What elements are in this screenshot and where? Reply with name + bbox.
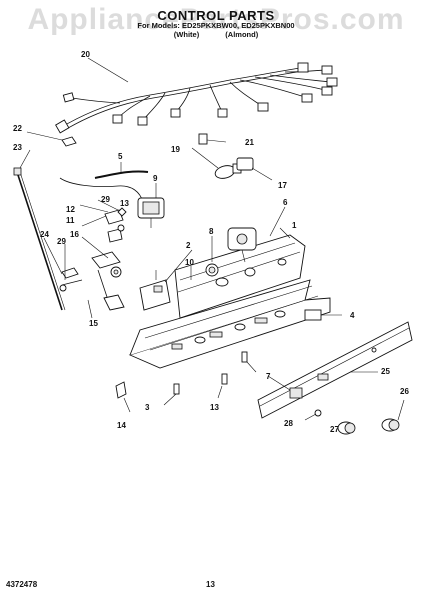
- document-number: 4372478: [6, 580, 38, 589]
- part-14-clip: [115, 381, 131, 413]
- part-12-bracket: [104, 207, 127, 243]
- part-4-connector: [304, 309, 342, 321]
- callout-28: 28: [284, 419, 293, 428]
- part-16-lever: [91, 251, 125, 311]
- callout-15: 15: [89, 319, 98, 328]
- callout-1: 1: [292, 221, 297, 230]
- leader-lines: [19, 57, 291, 391]
- control-tray: [128, 279, 331, 369]
- part-26-knob: [381, 399, 405, 432]
- part-2-bracket: [139, 270, 171, 311]
- callout-5: 5: [118, 152, 123, 161]
- part-17-socket: [236, 157, 273, 181]
- callout-29a: 29: [101, 195, 110, 204]
- callout-23: 23: [13, 143, 22, 152]
- callout-13b: 13: [210, 403, 219, 412]
- callout-16: 16: [70, 230, 79, 239]
- part-6-switch: [227, 227, 257, 263]
- part-8-knob: [205, 263, 219, 277]
- callout-27: 27: [330, 425, 339, 434]
- callout-12: 12: [66, 205, 75, 214]
- variant-almond: (Almond): [225, 30, 259, 39]
- part-23-rod: [13, 167, 66, 311]
- page-title: CONTROL PARTS: [157, 8, 275, 23]
- callout-3: 3: [145, 403, 150, 412]
- part-22-clip: [61, 136, 77, 147]
- callout-24: 24: [40, 230, 49, 239]
- callout-9: 9: [153, 174, 158, 183]
- part-25-front-panel: [257, 321, 413, 419]
- part-1-control-housing: [174, 234, 306, 319]
- callout-19: 19: [171, 145, 180, 154]
- callout-8: 8: [209, 227, 214, 236]
- part-27-knob: [337, 421, 356, 435]
- part-5-tube: [94, 170, 149, 179]
- callout-20: 20: [81, 50, 90, 59]
- variant-line: (White) (Almond): [0, 31, 432, 39]
- callout-21: 21: [245, 138, 254, 147]
- part-7-screw: [241, 351, 257, 373]
- variant-white: (White): [173, 30, 200, 39]
- callout-29b: 29: [57, 237, 66, 246]
- part-9-thermostat: [59, 177, 165, 228]
- part-13-screw: [217, 373, 228, 399]
- callout-10: 10: [185, 258, 194, 267]
- callout-labels: 20 22 23 5 19 21 17 9 29 13 12 11 16 6 8…: [13, 50, 409, 434]
- callout-7: 7: [266, 372, 271, 381]
- wiring-harness: [55, 62, 338, 134]
- model-line: For Models: ED25PKXBW00, ED25PKXBN00: [137, 21, 295, 30]
- part-28-screw: [304, 409, 322, 421]
- part-24-bracket: [59, 267, 83, 292]
- callout-4: 4: [350, 311, 355, 320]
- part-3-screw: [163, 383, 180, 406]
- callout-2: 2: [186, 241, 191, 250]
- callout-25: 25: [381, 367, 390, 376]
- part-19-light-bulb: [191, 147, 242, 179]
- callout-14: 14: [117, 421, 126, 430]
- part-21-clip: [198, 133, 227, 145]
- callout-6: 6: [283, 198, 288, 207]
- callout-17: 17: [278, 181, 287, 190]
- callout-22: 22: [13, 124, 22, 133]
- callout-11: 11: [66, 216, 75, 225]
- callout-13a: 13: [120, 199, 129, 208]
- page-number: 13: [206, 580, 215, 589]
- callout-26: 26: [400, 387, 409, 396]
